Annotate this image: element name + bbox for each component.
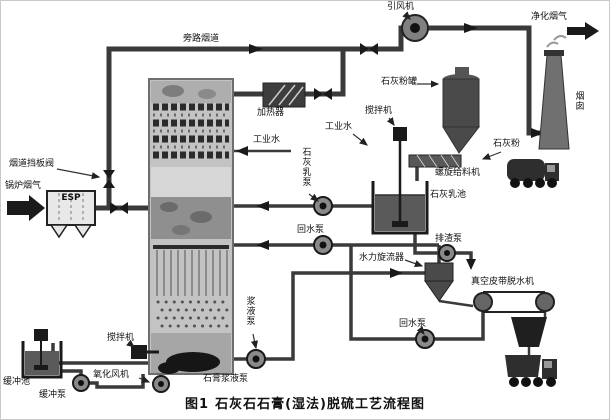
esp-unit xyxy=(46,190,96,239)
tower-side-agitator xyxy=(131,345,159,359)
process-pipes xyxy=(51,149,547,389)
return-water-pump-upper xyxy=(313,235,333,255)
bypass-flue-label: 旁路烟道 xyxy=(183,34,220,44)
figure-number: 图1 xyxy=(185,397,210,412)
pool-agitator-motor xyxy=(393,127,407,141)
slag-discharge-pump-label: 排渣泵 xyxy=(435,234,463,244)
induced-draft-fan xyxy=(401,14,429,42)
buffer-pool xyxy=(21,329,63,379)
boiler-flue-gas-arrow xyxy=(7,195,45,221)
oxidation-fan xyxy=(152,375,170,393)
heater-label: 加热器 xyxy=(257,108,285,118)
chimney-label: 烟囱 xyxy=(573,91,584,111)
gas-heater xyxy=(262,82,306,108)
buffer-pool-label: 缓冲池 xyxy=(3,377,31,387)
lime-milk-pool-label: 石灰乳池 xyxy=(430,190,467,200)
buffer-agitator-motor xyxy=(34,329,48,341)
oxidation-fan-label: 氧化风机 xyxy=(93,370,130,380)
lime-powder-tank xyxy=(442,67,481,154)
gypsum-bucket xyxy=(511,317,547,347)
lime-powder-label: 石灰粉 xyxy=(493,139,521,149)
vacuum-belt-dehydrator-label: 真空皮带脱水机 xyxy=(471,277,535,287)
screw-feeder xyxy=(408,154,462,168)
figure-caption: 图1 石灰石石膏(湿法)脱硫工艺流程图 xyxy=(1,393,609,412)
absorber-tower xyxy=(148,78,234,375)
return-water-pump-lower-label: 回水泵 xyxy=(399,319,427,329)
induced-draft-fan-label: 引风机 xyxy=(387,2,415,12)
bubble-zone xyxy=(156,300,230,328)
agitator-top-label: 搅拌机 xyxy=(365,106,393,116)
clean-flue-gas-label: 净化烟气 xyxy=(531,12,568,22)
buffer-pump xyxy=(72,374,90,392)
industrial-water-pool-label: 工业水 xyxy=(325,122,353,132)
gypsum-slurry-pump-label: 石膏浆液泵 xyxy=(203,374,249,384)
gypsum-truck xyxy=(505,355,557,387)
return-water-pump-upper-label: 回水泵 xyxy=(297,225,325,235)
lime-powder-truck xyxy=(507,159,559,188)
flue-damper-valve-label: 烟道挡板阀 xyxy=(9,159,55,169)
hydrocyclone xyxy=(424,262,454,302)
chimney xyxy=(538,34,570,150)
return-water-pump-lower xyxy=(415,329,435,349)
lime-powder-tank-label: 石灰粉罐 xyxy=(381,77,418,87)
lime-milk-pool xyxy=(371,127,429,235)
buffer-pump-label: 缓冲泵 xyxy=(39,390,67,400)
hydrocyclone-label: 水力旋流器 xyxy=(359,253,405,263)
clean-gas-arrow xyxy=(567,22,599,40)
agitator-bottom-label: 搅拌机 xyxy=(107,333,135,343)
vacuum-belt-dehydrator xyxy=(473,291,555,313)
industrial-water-tower-label: 工业水 xyxy=(253,135,281,145)
flow-arrows xyxy=(236,23,544,278)
boiler-flue-gas-label: 锅炉烟气 xyxy=(5,181,42,191)
leader-lines xyxy=(56,11,502,383)
spray-lines xyxy=(156,250,228,296)
esp-label: ESP xyxy=(61,193,81,203)
figure-title: 石灰石石膏(湿法)脱硫工艺流程图 xyxy=(215,397,425,412)
slag-discharge-pump xyxy=(438,244,456,262)
damper-valve-icons xyxy=(103,43,378,214)
lime-milk-pump-label: 石灰乳泵 xyxy=(300,147,311,187)
slurry-pump-label: 浆液泵 xyxy=(244,296,255,326)
screw-feeder-label: 螺旋给料机 xyxy=(435,168,481,178)
gypsum-slurry-pump xyxy=(246,349,266,369)
